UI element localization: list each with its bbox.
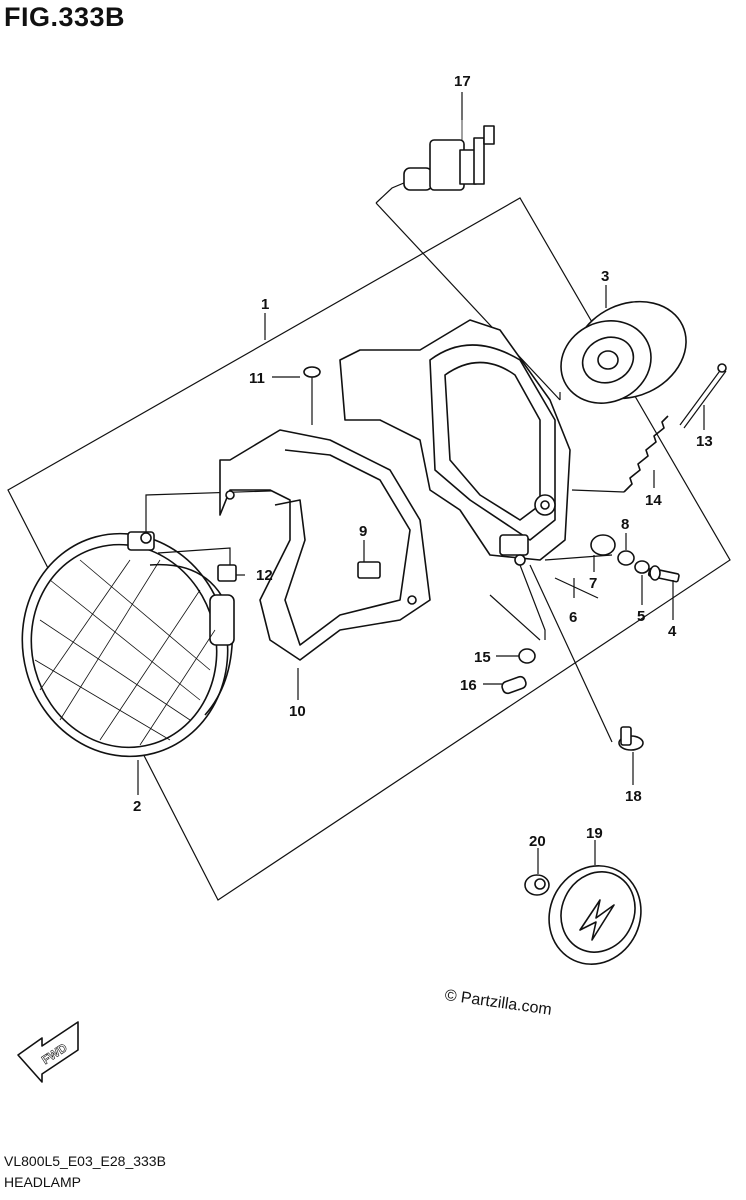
callout-18: 18 [625, 788, 642, 805]
reflector-part[interactable] [533, 851, 657, 980]
headlamp-unit-part[interactable] [0, 510, 253, 779]
callout-8: 8 [621, 516, 629, 533]
callout-3: 3 [601, 268, 609, 285]
callout-13: 13 [696, 433, 713, 450]
housing-part[interactable] [339, 319, 571, 566]
callout-17: 17 [454, 73, 471, 90]
nut-20-part[interactable] [524, 874, 550, 896]
callout-19: 19 [586, 825, 603, 842]
bolt-part[interactable] [647, 565, 680, 583]
callout-1: 1 [261, 296, 269, 313]
adjust-screw-part[interactable] [679, 363, 727, 429]
dust-cover-part[interactable] [547, 284, 702, 418]
callout-11: 11 [249, 370, 265, 387]
bushing-part[interactable] [590, 534, 616, 556]
callout-16: 16 [460, 677, 477, 694]
screw-18-part[interactable] [618, 726, 644, 751]
callout-4: 4 [668, 623, 677, 640]
callout-10: 10 [289, 703, 306, 720]
callout-14: 14 [645, 492, 662, 509]
figure-code: VL800L5_E03_E28_333B [4, 1153, 166, 1169]
callout-6: 6 [569, 609, 577, 626]
callout-20: 20 [529, 833, 546, 850]
spacer-collar-part[interactable] [501, 675, 528, 695]
callout-9: 9 [359, 523, 367, 540]
figure-name: HEADLAMP [4, 1174, 82, 1190]
assembly-outline [7, 197, 731, 901]
spacer-part[interactable] [357, 561, 381, 579]
callout-15: 15 [474, 649, 491, 666]
lamp-bracket-part[interactable] [219, 429, 431, 661]
callout-7: 7 [589, 575, 597, 592]
callout-5: 5 [637, 608, 645, 625]
nut-part[interactable] [217, 564, 237, 582]
figure-title: FIG.333B [4, 2, 126, 32]
callout-2: 2 [133, 798, 141, 815]
grommet-part[interactable] [518, 648, 536, 664]
bulb-part[interactable] [403, 120, 495, 191]
spring-part[interactable] [623, 415, 669, 493]
fwd-arrow-icon: FWD [17, 1021, 79, 1083]
screw-part[interactable] [303, 366, 321, 425]
callout-12: 12 [256, 567, 273, 584]
collar-part[interactable] [617, 550, 635, 566]
washer-part[interactable] [634, 560, 650, 574]
